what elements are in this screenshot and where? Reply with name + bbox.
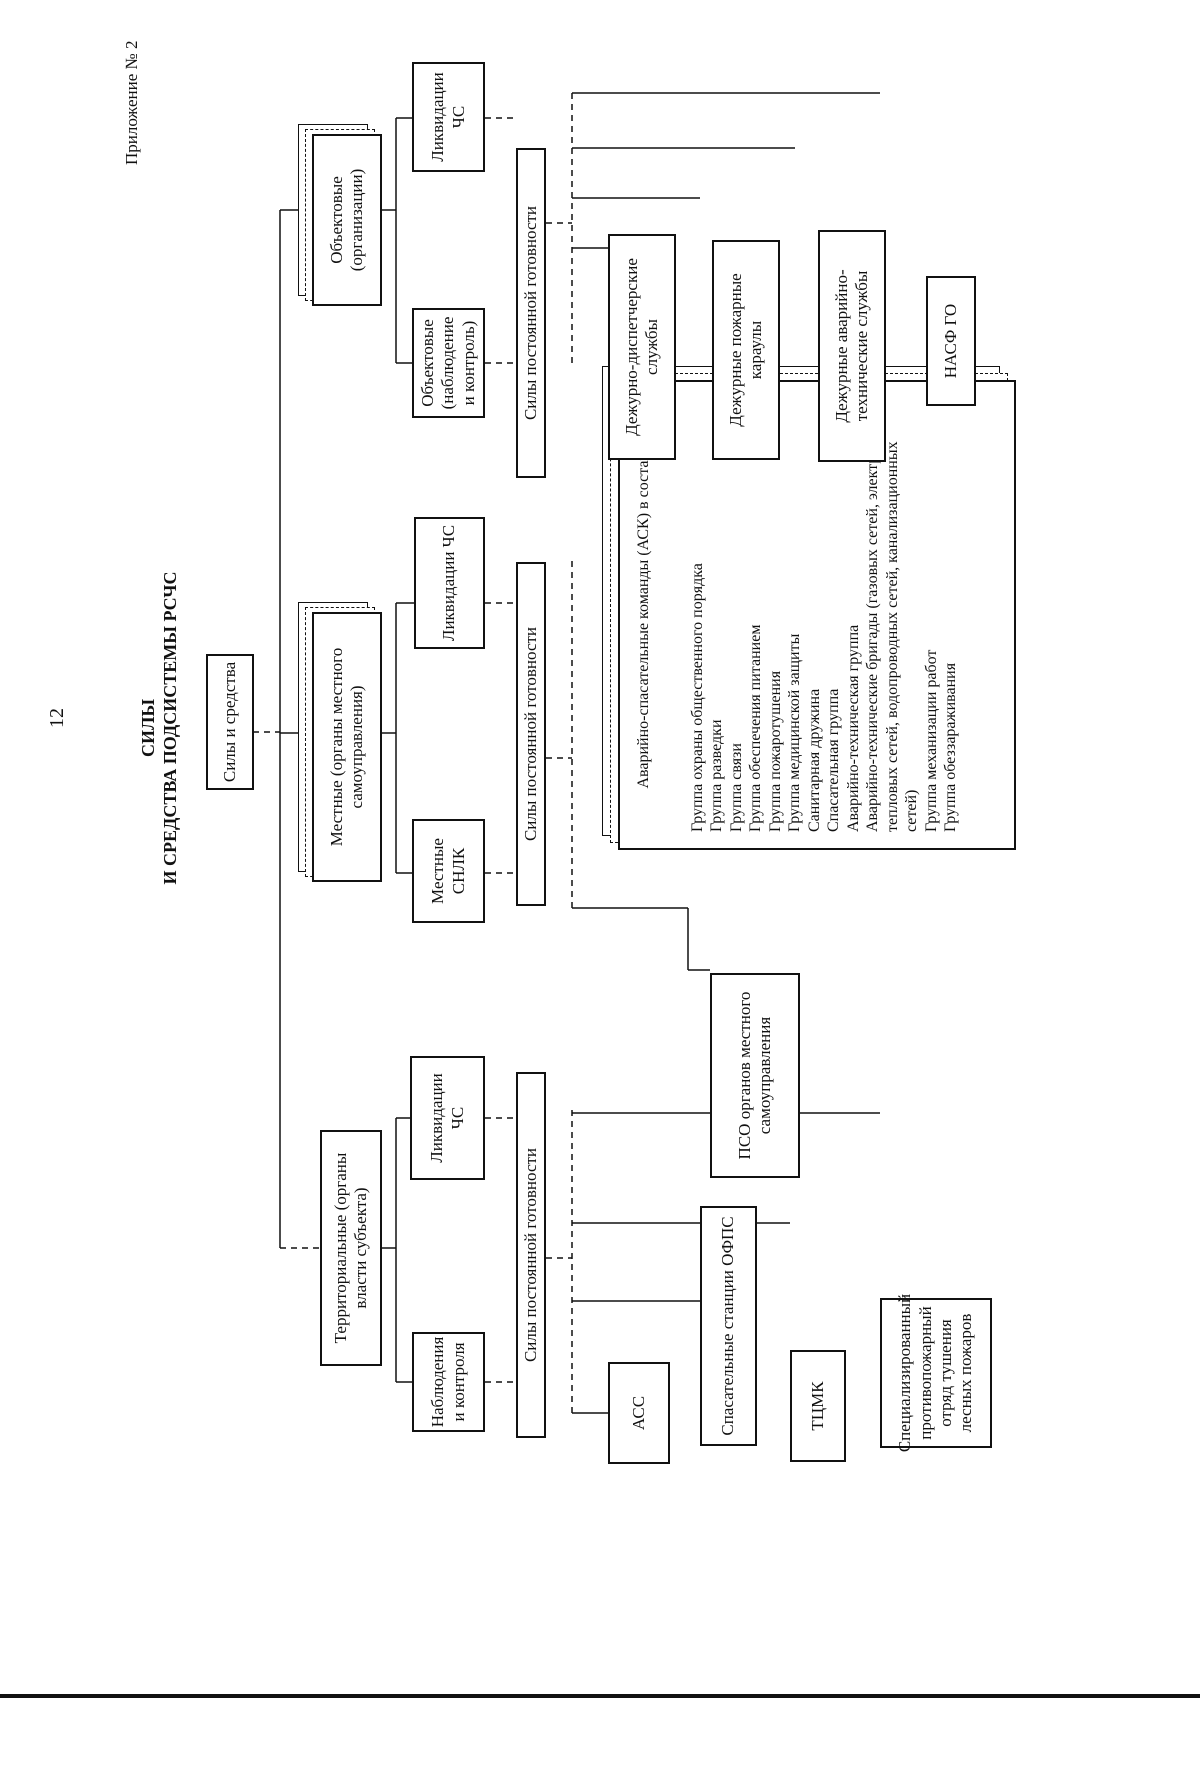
ask-item: Аварийно-технические бригады (газовых се… bbox=[864, 406, 921, 832]
ask-item: Группа связи bbox=[727, 743, 745, 832]
local-header-box: Местные (органы местного самоуправления) bbox=[312, 612, 382, 882]
object-unit-nasf-go: НАСФ ГО bbox=[926, 276, 976, 406]
pso-box: ПСО органов местного самоуправления bbox=[710, 973, 800, 1178]
territorial-unit-ass: АСС bbox=[608, 1362, 670, 1464]
ask-item: Санитарная дружина bbox=[805, 688, 823, 832]
territorial-liquidation-box: Ликвидации ЧС bbox=[410, 1056, 485, 1180]
territorial-unit-forest-fire: Специализированный противопожарный отряд… bbox=[880, 1294, 992, 1452]
object-unit-dispatch: Дежурно-диспетчерские службы bbox=[608, 234, 676, 460]
ask-item: Группа механизации работ bbox=[922, 649, 940, 832]
object-readiness-box: Силы постоянной готовности bbox=[516, 148, 546, 478]
appendix-label: Приложение № 2 bbox=[122, 40, 141, 165]
object-monitoring-box: Объектовые (наблюдение и контроль) bbox=[412, 308, 485, 418]
object-unit-emergency-tech: Дежурные аварийно-технические службы bbox=[818, 230, 886, 462]
ask-item: Группа медицинской защиты bbox=[786, 633, 804, 832]
title-line-1: СИЛЫ bbox=[138, 698, 158, 758]
root-box: Силы и средства bbox=[206, 654, 254, 790]
object-liquidation-box: Ликвидации ЧС bbox=[412, 62, 485, 172]
ask-item: Аварийно-техническая группа bbox=[844, 624, 862, 832]
local-readiness-box: Силы постоянной готовности bbox=[516, 562, 546, 906]
page-number: 12 bbox=[46, 708, 68, 728]
ask-item: Группа пожаротушения bbox=[766, 670, 784, 832]
territorial-unit-tcmk: ТЦМК bbox=[790, 1350, 846, 1462]
ask-item: Группа обеспечения питанием bbox=[747, 624, 765, 832]
object-header-box: Объектовые (организации) bbox=[312, 134, 382, 306]
local-liquidation-box: Ликвидации ЧС bbox=[414, 517, 485, 649]
title-line-2: И СРЕДСТВА ПОДСИСТЕМЫ РСЧС bbox=[159, 571, 180, 885]
ask-item: Спасательная группа bbox=[825, 688, 843, 832]
ask-item: Группа разведки bbox=[708, 719, 726, 832]
bottom-rule bbox=[0, 1694, 1200, 1698]
local-monitoring-box: Местные СНЛК bbox=[412, 819, 485, 923]
ask-item: Группа охраны общественного порядка bbox=[688, 563, 706, 832]
diagram-title: СИЛЫ И СРЕДСТВА ПОДСИСТЕМЫ РСЧС bbox=[138, 568, 181, 888]
territorial-unit-ofps: Спасательные станции ОФПС bbox=[700, 1206, 757, 1446]
territorial-monitoring-box: Наблюдения и контроля bbox=[412, 1332, 485, 1432]
ask-composition-box: Аварийно-спасательные команды (АСК) в со… bbox=[618, 380, 1016, 850]
ask-title: Аварийно-спасательные команды (АСК) в со… bbox=[635, 441, 652, 789]
territorial-readiness-box: Силы постоянной готовности bbox=[516, 1072, 546, 1438]
territorial-header-box: Территориальные (органы власти субъекта) bbox=[320, 1130, 382, 1366]
object-unit-fire-guard: Дежурные пожарные караулы bbox=[712, 240, 780, 460]
ask-item: Группа обеззараживания bbox=[942, 662, 960, 832]
